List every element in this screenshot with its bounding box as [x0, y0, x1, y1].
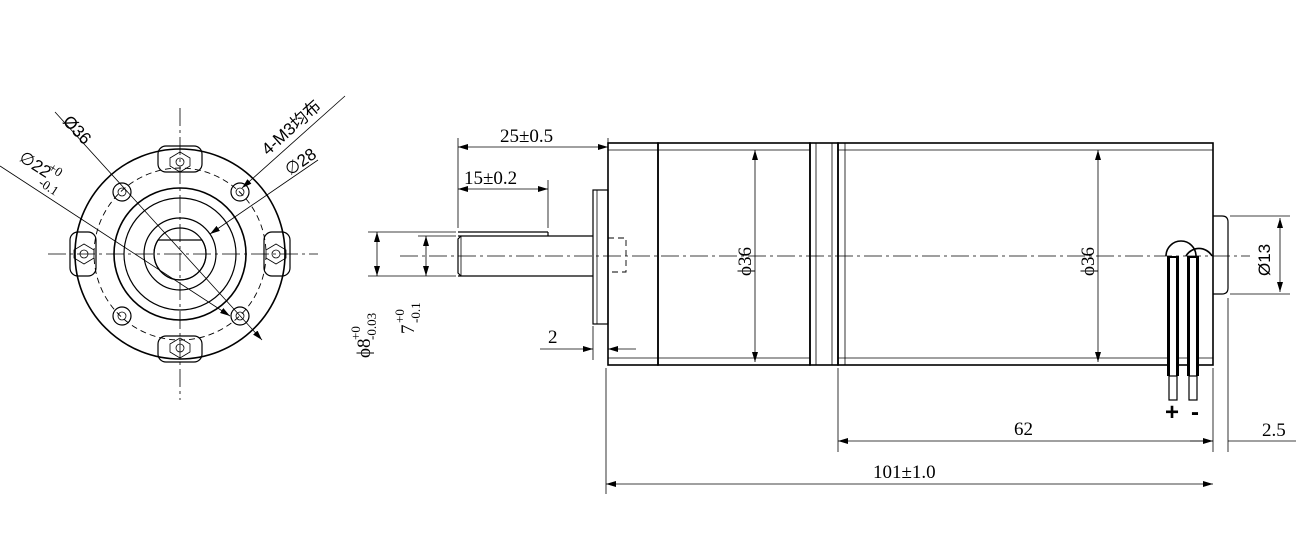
leader-dia28	[209, 159, 319, 235]
leader-dia36	[54, 111, 263, 341]
motor-body	[837, 142, 1214, 366]
label-dia28: ∅28	[281, 144, 320, 179]
dim-flat-tol-lower: -0.1	[408, 302, 423, 323]
dim-2-5: 2.5	[1262, 420, 1286, 441]
front-view: Ø36 ∅22 +0 -0.1 4-M3均布 ∅28	[0, 95, 346, 400]
side-view: + - 25±0.5 15±0.2 ϕ8 +0 -0.03 7 +0 -0.1	[348, 126, 1296, 494]
dim-25: 25±0.5	[500, 126, 553, 147]
label-dia36: Ø36	[59, 112, 95, 148]
dim-dia13: Ø13	[1255, 244, 1274, 276]
outer-flange	[74, 148, 286, 360]
flat-label: 7 +0 -0.1	[392, 302, 423, 334]
polarity-minus: -	[1191, 399, 1199, 426]
dim-flat: 7	[398, 325, 419, 335]
wire-leads	[1165, 240, 1213, 401]
dim-shaft-tol-lower: -0.03	[364, 313, 379, 340]
dim-dia36-gear: ϕ36	[735, 247, 756, 276]
shaft-dia-label: ϕ8 +0 -0.03	[348, 313, 379, 358]
label-dia22-tol-upper: +0	[46, 160, 66, 180]
dim-dia36-motor: ϕ36	[1078, 247, 1099, 276]
pilot-inner	[123, 197, 237, 311]
front-flange	[592, 189, 627, 325]
pcd-circle	[93, 167, 267, 341]
label-dia22-group: ∅22 +0 -0.1	[16, 147, 66, 198]
dim-15: 15±0.2	[464, 168, 517, 189]
leader-dia22	[0, 165, 231, 317]
shaft-boss-outer	[143, 217, 217, 291]
dim-flat-tol-upper: +0	[392, 309, 407, 323]
dim-2: 2	[548, 327, 558, 348]
rear-bushing	[1213, 215, 1229, 295]
shaft-flat-profile	[153, 239, 207, 281]
shaft	[457, 231, 593, 277]
label-m3: 4-M3均布	[258, 96, 325, 159]
dim-101: 101±1.0	[873, 462, 936, 483]
gearbox	[607, 142, 839, 366]
dim-shaft-dia: ϕ8	[354, 338, 375, 358]
m3-holes	[112, 182, 250, 326]
dim-shaft-tol-upper: +0	[348, 326, 363, 340]
leader-m3	[241, 95, 346, 189]
pilot-outer	[113, 187, 247, 321]
dim-62: 62	[1014, 419, 1033, 440]
polarity-plus: +	[1165, 399, 1179, 426]
